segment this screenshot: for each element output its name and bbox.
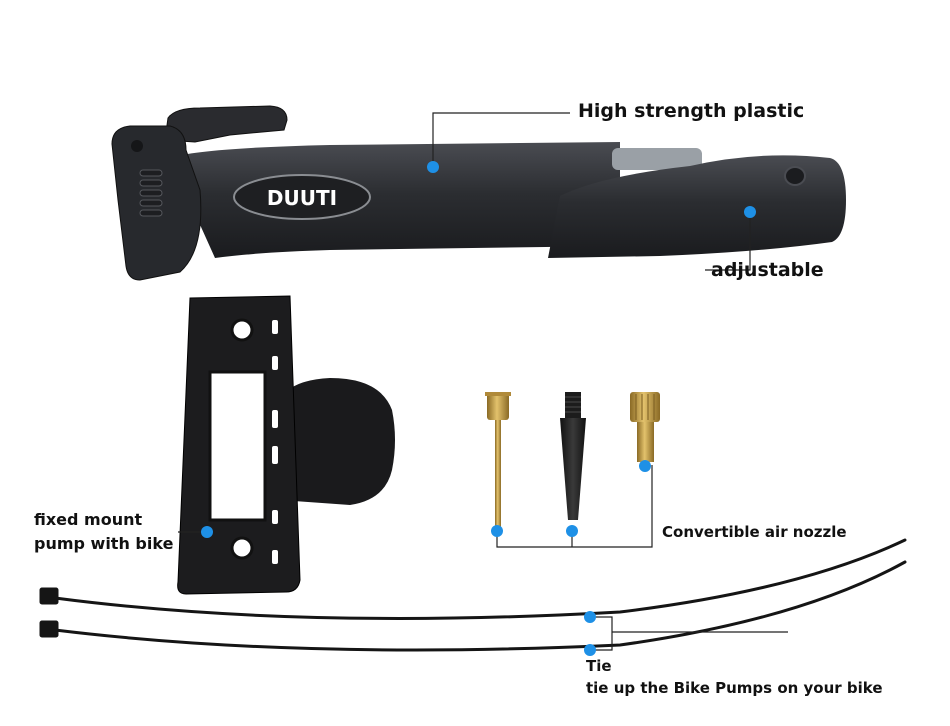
mount-clip bbox=[280, 378, 395, 505]
cable-tie-2 bbox=[53, 560, 907, 652]
mount-hole-bottom bbox=[230, 536, 254, 560]
mount-plate-slot bbox=[208, 370, 267, 522]
marker-nozzle-2 bbox=[566, 525, 578, 537]
label-adjustable: adjustable bbox=[711, 259, 824, 281]
brand-name: DUUTI bbox=[267, 186, 337, 210]
pump-handle bbox=[548, 155, 846, 258]
pump-barrel bbox=[170, 142, 620, 258]
cable-ties bbox=[39, 538, 907, 652]
pump-chrome-shaft bbox=[612, 148, 702, 170]
label-pump-with-bike: pump with bike bbox=[34, 534, 174, 553]
marker-tie-1 bbox=[584, 611, 596, 623]
mount-side-slots bbox=[272, 320, 278, 564]
pump-knurl bbox=[139, 169, 163, 217]
brand-badge bbox=[233, 174, 371, 220]
callout-markers bbox=[201, 161, 756, 656]
nozzle-valve-adapter bbox=[630, 392, 660, 462]
label-convertible-air-nozzle: Convertible air nozzle bbox=[662, 523, 847, 541]
nozzle-presta-cone bbox=[560, 392, 586, 520]
mount-hole-top bbox=[230, 318, 254, 342]
marker-mount bbox=[201, 526, 213, 538]
label-fixed-mount: fixed mount bbox=[34, 510, 143, 529]
marker-plastic bbox=[427, 161, 439, 173]
marker-tie-2 bbox=[584, 644, 596, 656]
marker-nozzle-1 bbox=[491, 525, 503, 537]
marker-adjustable bbox=[744, 206, 756, 218]
marker-nozzle-3 bbox=[639, 460, 651, 472]
label-tie: Tie bbox=[586, 657, 612, 675]
nozzle-ball-needle bbox=[485, 392, 511, 528]
pump-handle-button bbox=[784, 166, 806, 186]
cable-tie-1 bbox=[53, 538, 907, 620]
pump-lever bbox=[164, 105, 288, 143]
label-high-strength-plastic: High strength plastic bbox=[578, 100, 805, 122]
pump-head-pin bbox=[131, 140, 143, 152]
mount-bracket bbox=[177, 295, 395, 595]
label-tie-description: tie up the Bike Pumps on your bike bbox=[586, 679, 883, 697]
leader-lines bbox=[178, 112, 788, 651]
pump: DUUTI bbox=[111, 105, 846, 281]
